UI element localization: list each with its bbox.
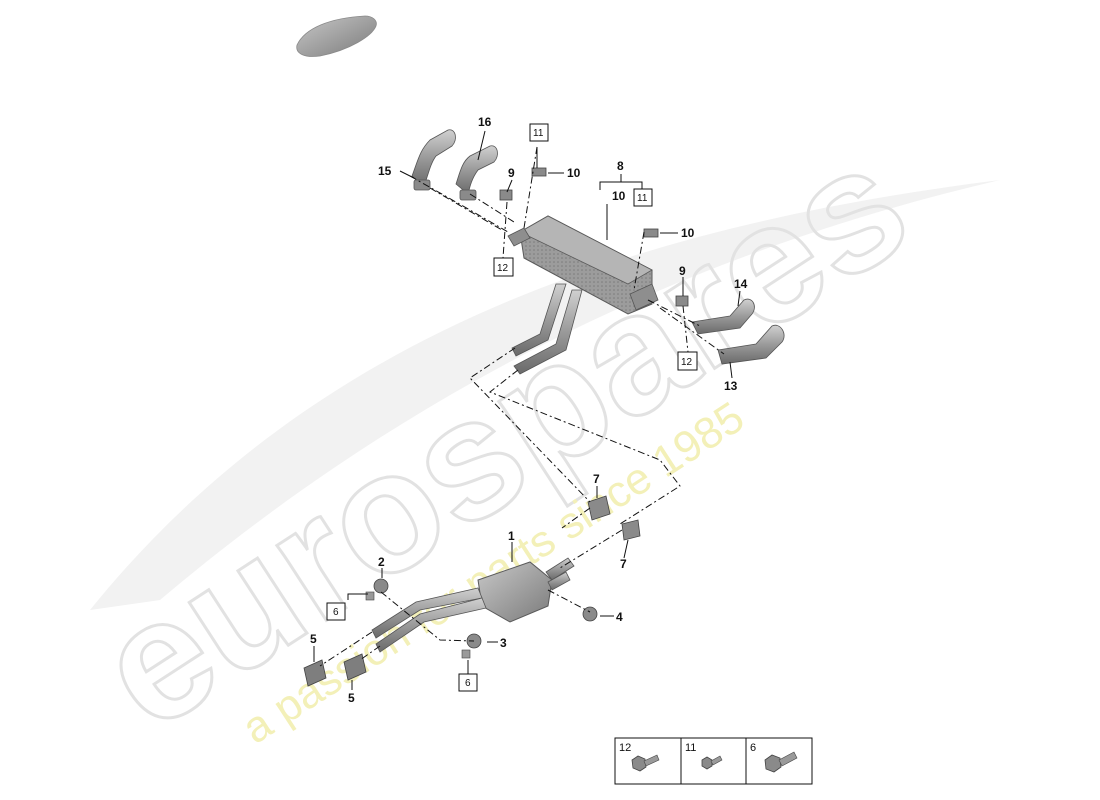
- callout-5: 5: [310, 632, 317, 646]
- svg-text:6: 6: [465, 678, 471, 689]
- hex-bolt-icon: [764, 751, 798, 773]
- callout-15: 15: [378, 164, 392, 178]
- flange-bolt-icon: [631, 754, 660, 772]
- watermark: eurospares a passion for parts since 198…: [65, 106, 1000, 768]
- callout-1: 1: [508, 529, 515, 543]
- callout-10: 10: [567, 166, 581, 180]
- svg-text:12: 12: [681, 357, 693, 368]
- mount-4: [582, 606, 598, 622]
- watermark-swoosh: [90, 180, 1000, 610]
- boxed-ref-6: 6: [326, 602, 346, 621]
- callout-13: 13: [724, 379, 738, 393]
- tailpipe-13: [717, 324, 785, 365]
- boxed-ref-12: 12: [493, 257, 514, 277]
- callout-5: 5: [348, 691, 355, 705]
- bracket-10-top: [531, 167, 547, 177]
- fastener-number: 6: [750, 742, 756, 754]
- clamp-5-right: [343, 653, 367, 681]
- car-thumbnail: [296, 15, 377, 57]
- clamp-7-lower: [621, 519, 641, 541]
- callout-7: 7: [593, 472, 600, 486]
- tailpipe-14: [691, 298, 755, 335]
- callout-10: 10: [681, 226, 695, 240]
- fastener-number: 12: [619, 742, 631, 754]
- fastener-cell-12: 12: [619, 742, 660, 772]
- watermark-brand: eurospares: [67, 107, 939, 766]
- callout-3: 3: [500, 636, 507, 650]
- fastener-table: 12 11 6: [614, 737, 813, 785]
- clamp-9-right: [675, 295, 689, 307]
- tailpipe-16: [455, 145, 498, 201]
- callouts: 1 2 3 4 5 5 7 7 8 9 9 10 10 10 13 14 15 …: [310, 115, 748, 705]
- callout-9: 9: [508, 166, 515, 180]
- small-bolt-icon: [701, 755, 723, 770]
- callout-4: 4: [616, 610, 623, 624]
- tailpipe-15: [411, 129, 456, 191]
- boxed-ref-12: 12: [677, 351, 698, 371]
- fastener-cell-11: 11: [685, 742, 723, 770]
- boxed-ref-11: 11: [529, 123, 549, 142]
- fastener-cell-6: 6: [750, 742, 798, 773]
- callout-8: 8: [617, 159, 624, 173]
- mount-2: [365, 578, 389, 601]
- leader-lines: [313, 130, 741, 690]
- svg-text:12: 12: [497, 263, 509, 274]
- boxed-ref-11: 11: [633, 188, 653, 207]
- clamp-9-left: [499, 189, 513, 201]
- rear-silencer-8: [507, 215, 659, 375]
- bracket-10-right: [643, 228, 659, 238]
- callout-9: 9: [679, 264, 686, 278]
- mount-3: [461, 633, 482, 659]
- boxed-refs: 11 11 12 12 6 6: [326, 123, 698, 692]
- clamp-5-left: [303, 659, 327, 687]
- front-silencer-1: [371, 557, 575, 653]
- svg-text:6: 6: [333, 607, 339, 618]
- callout-7: 7: [620, 557, 627, 571]
- callout-10: 10: [612, 189, 626, 203]
- fastener-number: 11: [685, 742, 696, 754]
- callout-2: 2: [378, 555, 385, 569]
- assembly-lines: [319, 146, 725, 667]
- clamp-7-upper: [587, 495, 611, 521]
- callout-14: 14: [734, 277, 748, 291]
- callout-16: 16: [478, 115, 492, 129]
- svg-text:11: 11: [533, 128, 544, 139]
- boxed-ref-6: 6: [458, 673, 478, 692]
- svg-text:11: 11: [637, 193, 648, 204]
